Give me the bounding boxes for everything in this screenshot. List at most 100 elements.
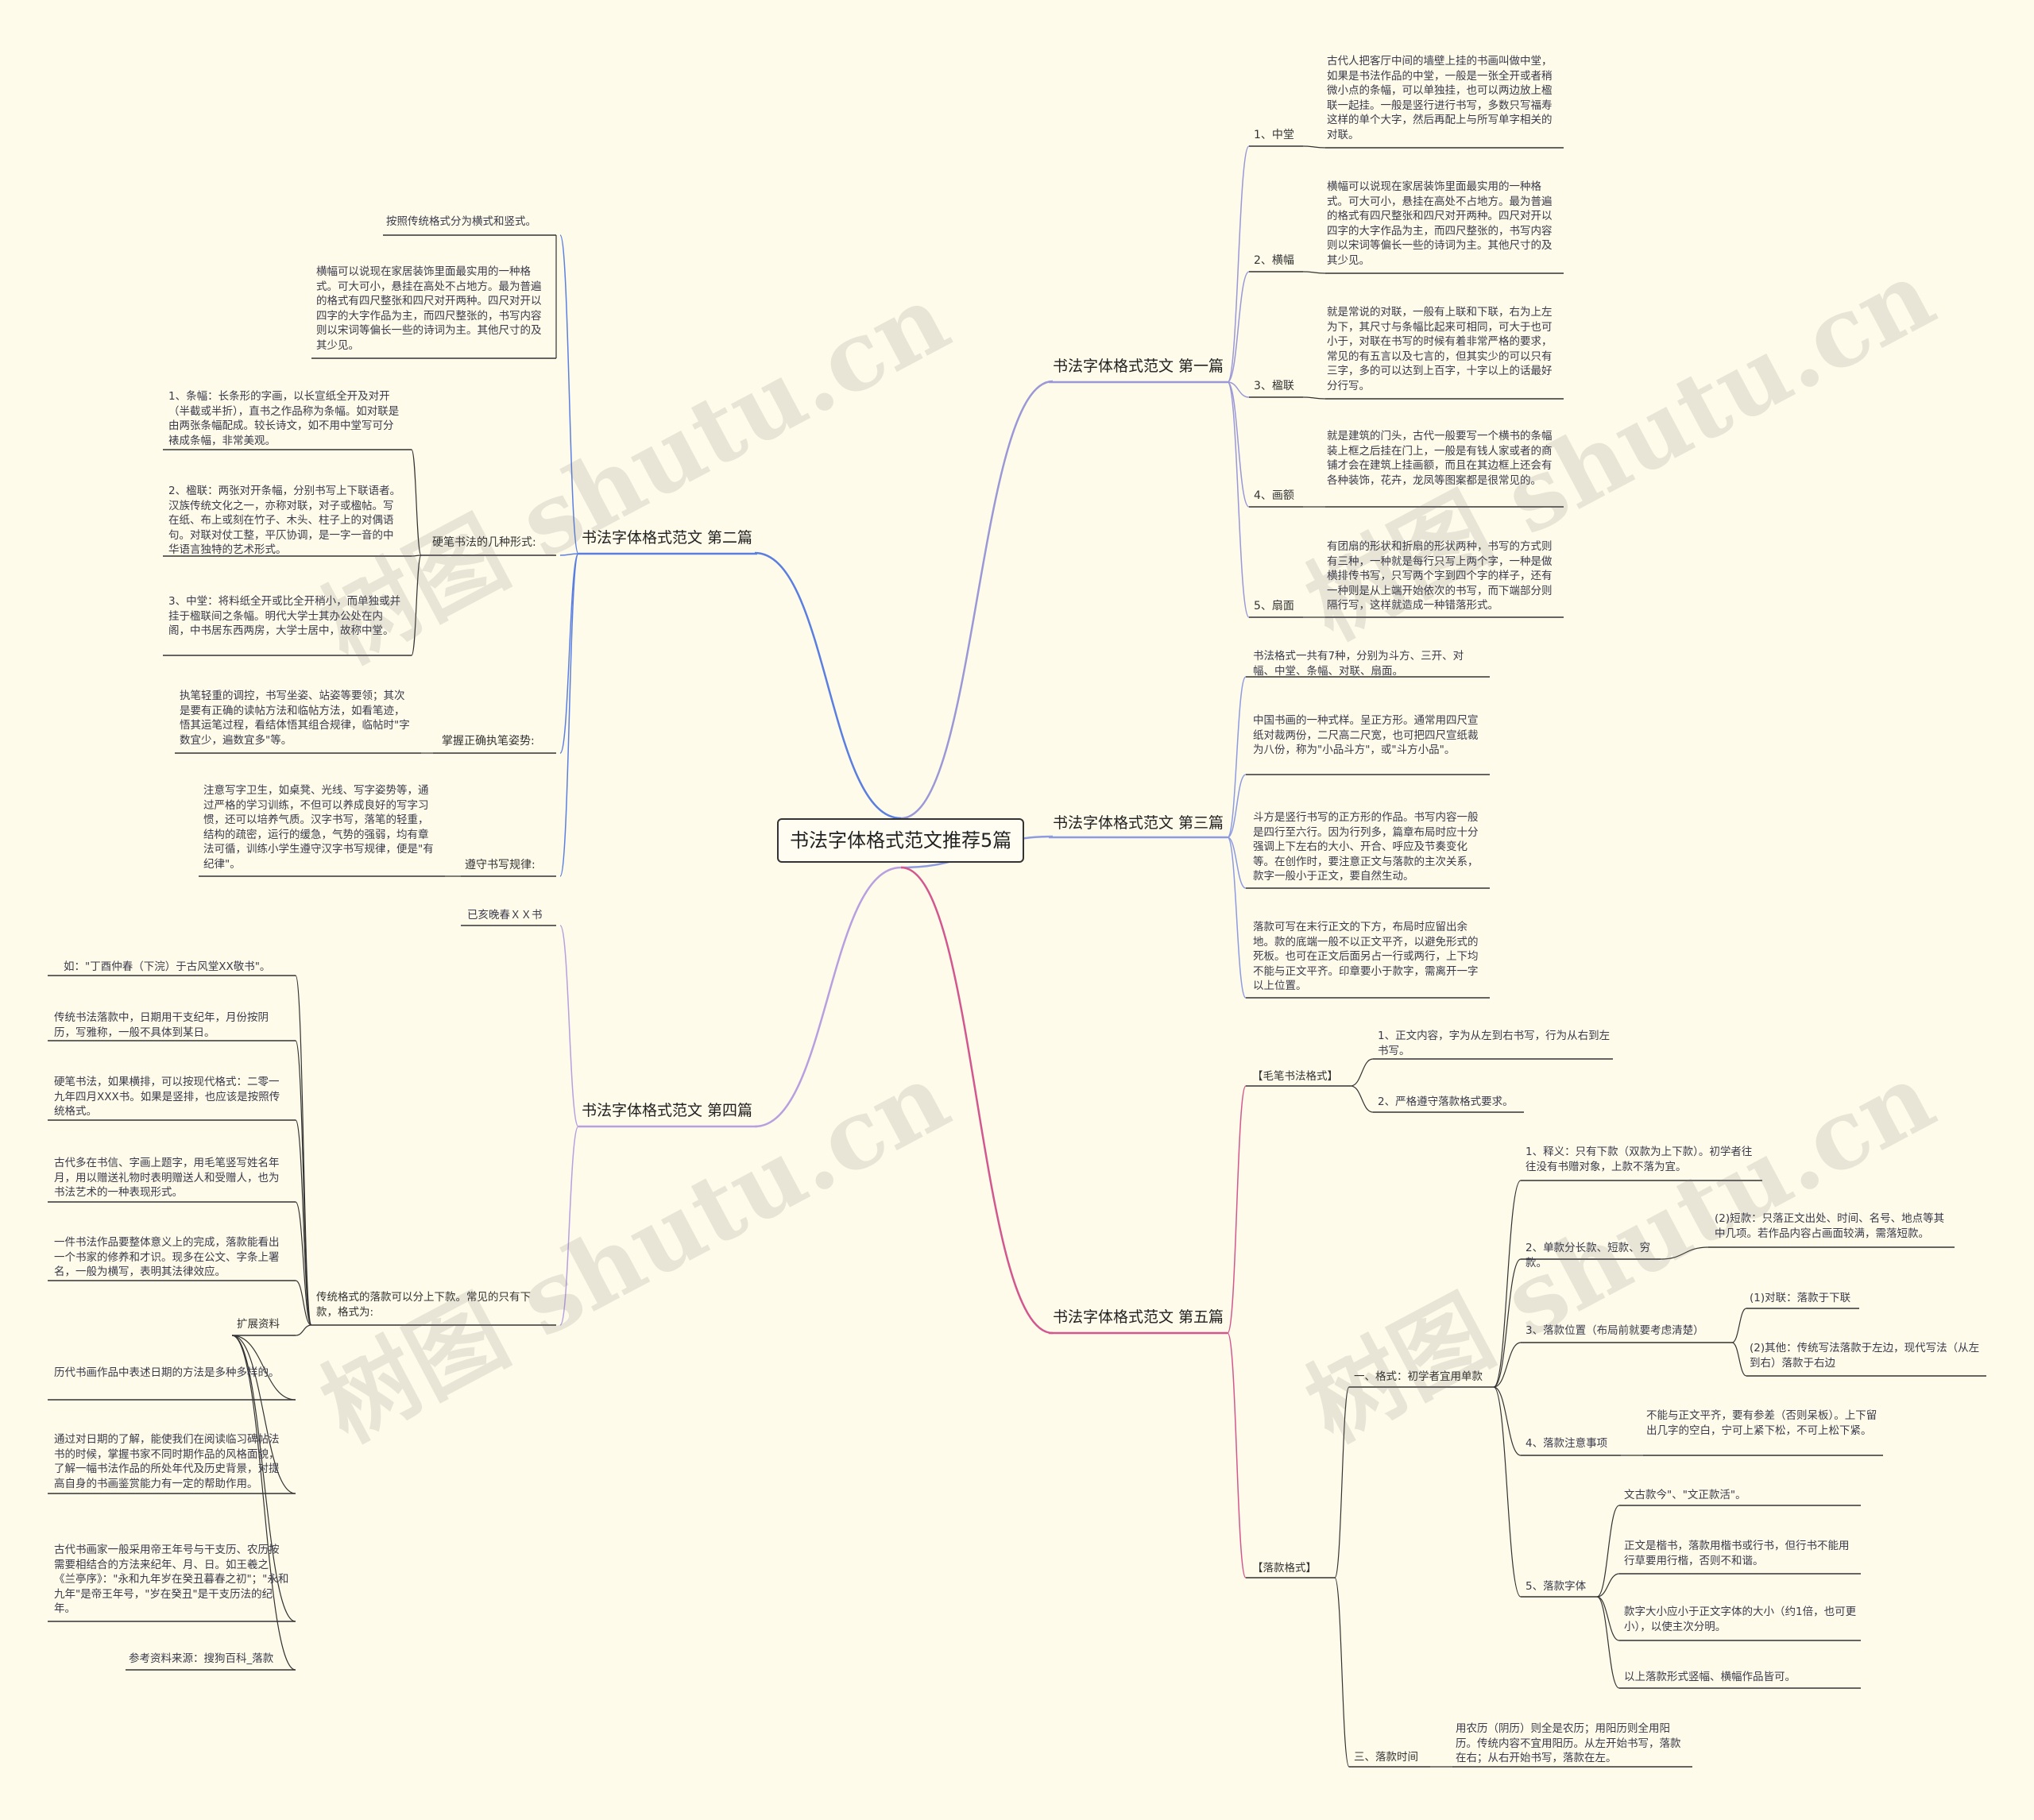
- b1-label-hengfu[interactable]: 2、横幅: [1254, 254, 1294, 267]
- b5-mao-item-2: 2、严格遵守落款格式要求。: [1378, 1095, 1514, 1108]
- b5-fmt5-label[interactable]: 5、落款字体: [1526, 1580, 1587, 1593]
- b5-fmt3-a: (1)对联：落款于下联: [1750, 1292, 1851, 1304]
- connector-line: [295, 1040, 312, 1326]
- b2-sub2-label[interactable]: 掌握正确执笔姿势:: [442, 735, 535, 748]
- b2-sub1-label[interactable]: 硬笔书法的几种形式:: [432, 536, 536, 549]
- connector-line: [295, 1201, 312, 1326]
- connector-line: [1227, 1332, 1247, 1578]
- branch-2-title[interactable]: 书法字体格式范文 第二篇: [582, 529, 753, 547]
- connector-line: [559, 925, 579, 1127]
- connector-line: [1493, 1386, 1522, 1456]
- connector-line: [1493, 1386, 1522, 1598]
- b5-mao-label[interactable]: 【毛笔书法格式】: [1252, 1070, 1338, 1083]
- b3-connector: [1227, 774, 1247, 838]
- b2-sub2-text: 执笔轻重的调控，书写坐姿、站姿等要领；其次是要有正确的读帖方法和临帖方法，如看笔…: [180, 690, 410, 747]
- b2-sub3-label[interactable]: 遵守书写规律:: [465, 859, 536, 871]
- b1-connector: [1227, 381, 1250, 508]
- b1-label-zhongtang[interactable]: 1、中堂: [1254, 129, 1294, 141]
- connector-line: [1334, 1577, 1350, 1768]
- b5-fmt2-label[interactable]: 2、单款分长款、短款、穷款。: [1526, 1242, 1651, 1269]
- branch-3-title[interactable]: 书法字体格式范文 第三篇: [1053, 814, 1224, 832]
- b5-fmt5-item-4: 以上落款形式竖幅、横幅作品皆可。: [1624, 1671, 1796, 1683]
- branch-5-title[interactable]: 书法字体格式范文 第五篇: [1053, 1308, 1224, 1326]
- b4-sub-item-2: 传统书法落款中，日期用干支纪年，月份按阴历，写雅称，一般不具体到某日。: [54, 1011, 269, 1039]
- b3-item-3: 斗方是竖行书写的正方形的作品。书写内容一般是四行至六行。因为行列多，篇章布局时应…: [1253, 811, 1479, 883]
- b3-item-1: 书法格式一共有7种，分别为斗方、三开、对幅、中堂、条幅、对联、扇面。: [1253, 650, 1464, 678]
- b5-fmt1: 1、释义：只有下款（双款为上下款）。初学者往往没有书赠对象，上款不落为宜。: [1526, 1146, 1753, 1173]
- b2-sub3-text: 注意写字卫生，如桌凳、光线、写字姿势等，通过严格的学习训练，不但可以养成良好的写…: [203, 784, 434, 871]
- b1-label-yinglian[interactable]: 3、楹联: [1254, 380, 1294, 392]
- b5-fmt4-text: 不能与正文平齐，要有参差（否则呆板）。上下留出几字的空白，宁可上紧下松，不可上松…: [1646, 1409, 1877, 1437]
- connector-line: [1493, 1342, 1522, 1388]
- b5-fmt4-label[interactable]: 4、落款注意事项: [1526, 1437, 1608, 1450]
- connector-line: [231, 1335, 296, 1494]
- b2-sub1-item-2: 2、楹联：两张对开条幅，分别书写上下联语者。汉族传统文化之一，亦称对联，对子或楹…: [168, 485, 401, 556]
- b5-luo-label[interactable]: 【落款格式】: [1252, 1562, 1317, 1575]
- connector-line: [295, 975, 312, 1326]
- b5-time-label[interactable]: 三、落款时间: [1354, 1751, 1418, 1764]
- b1-label-huae[interactable]: 4、画额: [1254, 489, 1294, 502]
- b4-ext-item-1: 历代书画作品中表述日期的方法是多种多样的。: [54, 1366, 280, 1379]
- b2-top-text: 按照传统格式分为横式和竖式。: [386, 215, 536, 228]
- connector-line: [1334, 1386, 1350, 1578]
- b3-connector: [1227, 837, 1247, 889]
- connector-line: [1596, 1573, 1620, 1598]
- branch-4-connector: [754, 866, 902, 1128]
- b1-connector: [1227, 145, 1250, 383]
- branch-5-connector: [900, 866, 1054, 1335]
- b4-sub-label[interactable]: 传统格式的落款可以分上下款。常见的只有下款，格式为:: [316, 1291, 531, 1319]
- b1-label-shanmian[interactable]: 5、扇面: [1254, 600, 1294, 612]
- b5-fmt-label[interactable]: 一、格式：初学者宜用单款: [1354, 1370, 1483, 1383]
- b3-item-4: 落款可写在末行正文的下方，布局时应留出余地。款的底端一般不以正文平齐，以避免形式…: [1253, 921, 1479, 992]
- root-node[interactable]: 书法字体格式范文推荐5篇: [777, 818, 1025, 863]
- b1-leaf-connector: [1302, 271, 1326, 274]
- connector-line: [1350, 1085, 1374, 1113]
- b4-ext-label[interactable]: 扩展资料: [237, 1318, 280, 1331]
- b4-ext-item-4: 参考资料来源：搜狗百科_落款: [129, 1652, 274, 1665]
- b5-fmt5-item-2: 正文是楷书，落款用楷书或行书，但行书不能用行草要用行楷，否则不和谐。: [1624, 1540, 1850, 1567]
- b1-text-hengfu: 横幅可以说现在家居装饰里面最实用的一种格式。可大可小，悬挂在高处不占地方。最为普…: [1327, 180, 1553, 267]
- connector-line: [411, 449, 422, 556]
- b2-top-text2: 横幅可以说现在家居装饰里面最实用的一种格式。可大可小，悬挂在高处不占地方。最为普…: [316, 265, 542, 352]
- b5-fmt3-b: (2)其他：传统写法落款于左边，现代写法（从左到右）落款于右边: [1750, 1342, 1980, 1370]
- b4-sub-item-1: 如："丁酉仲春（下浣）于古风堂XX敬书"。: [64, 960, 271, 973]
- connector-line: [411, 555, 422, 656]
- b1-text-huae: 就是建筑的门头，古代一般要写一个横书的条幅装上框之后挂在门上，一般是有钱人家或者…: [1327, 430, 1553, 487]
- connector-line: [1350, 1058, 1374, 1087]
- b4-top-text: 已亥晚春ＸＸ书: [467, 909, 543, 922]
- b5-fmt5-item-3: 款字大小应小于正文字体的大小（约1倍，也可更小），以使主次分明。: [1624, 1606, 1857, 1633]
- b1-leaf-connector: [1302, 145, 1326, 149]
- b4-ext-item-3: 古代书画家一般采用帝王年号与干支历、农历按需要相结合的方法来纪年、月、日。如王羲…: [54, 1544, 289, 1615]
- b4-sub-item-5: 一件书法作品要整体意义上的完成，落款能看出一个书家的修养和才识。现多在公文、字条…: [54, 1236, 280, 1278]
- connector-line: [1731, 1342, 1747, 1377]
- connector-line: [295, 1324, 312, 1336]
- b5-mao-item-1: 1、正文内容，字为从左到右书写，行为从右到左书写。: [1378, 1030, 1611, 1057]
- b3-connector: [1227, 676, 1247, 838]
- connector-line: [559, 553, 579, 877]
- connector-line: [231, 1335, 296, 1401]
- branch-4-title[interactable]: 书法字体格式范文 第四篇: [582, 1102, 753, 1119]
- b5-fmt2-text: (2)短款：只落正文出处、时间、名号、地点等其中几项。若作品内容占画面较满，需落…: [1715, 1212, 1945, 1240]
- b1-connector: [1227, 381, 1250, 398]
- connector-line: [559, 553, 579, 556]
- b2-sub1-item-3: 3、中堂：将料纸全开或比全开稍小，而单独或并挂于楹联间之条幅。明代大学士其办公处…: [168, 595, 401, 637]
- connector-line: [1227, 1085, 1247, 1334]
- connector-line: [559, 1126, 579, 1326]
- connector-line: [295, 1119, 312, 1326]
- connector-line: [1493, 1180, 1522, 1388]
- connector-line: [1660, 1246, 1709, 1260]
- b4-sub-item-4: 古代多在书信、字画上题字，用毛笔竖写姓名年月，用以赠送礼物时表明赠送人和受赠人，…: [54, 1157, 280, 1199]
- b5-time-text: 用农历（阴历）则全是农历；用阳历则全用阳历。传统内容不宜用阳历。从左开始书写，落…: [1456, 1722, 1681, 1764]
- b3-item-2: 中国书画的一种式样。呈正方形。通常用四尺宣纸对裁两份，二尺高二尺宽，也可把四尺宣…: [1253, 714, 1479, 756]
- connector-line: [1731, 1308, 1747, 1343]
- connector-line: [1596, 1505, 1620, 1598]
- connector-line: [231, 1335, 296, 1622]
- b5-fmt3-label[interactable]: 3、落款位置（布局前就要考虑清楚）: [1526, 1324, 1704, 1337]
- branch-1-title[interactable]: 书法字体格式范文 第一篇: [1053, 357, 1224, 375]
- b1-connector: [1227, 381, 1250, 618]
- connector-line: [411, 555, 422, 557]
- b5-fmt5-item-1: 文古款今"、"文正款活"。: [1624, 1489, 1746, 1501]
- branch-2-connector: [754, 551, 902, 820]
- b3-connector: [1227, 837, 1247, 999]
